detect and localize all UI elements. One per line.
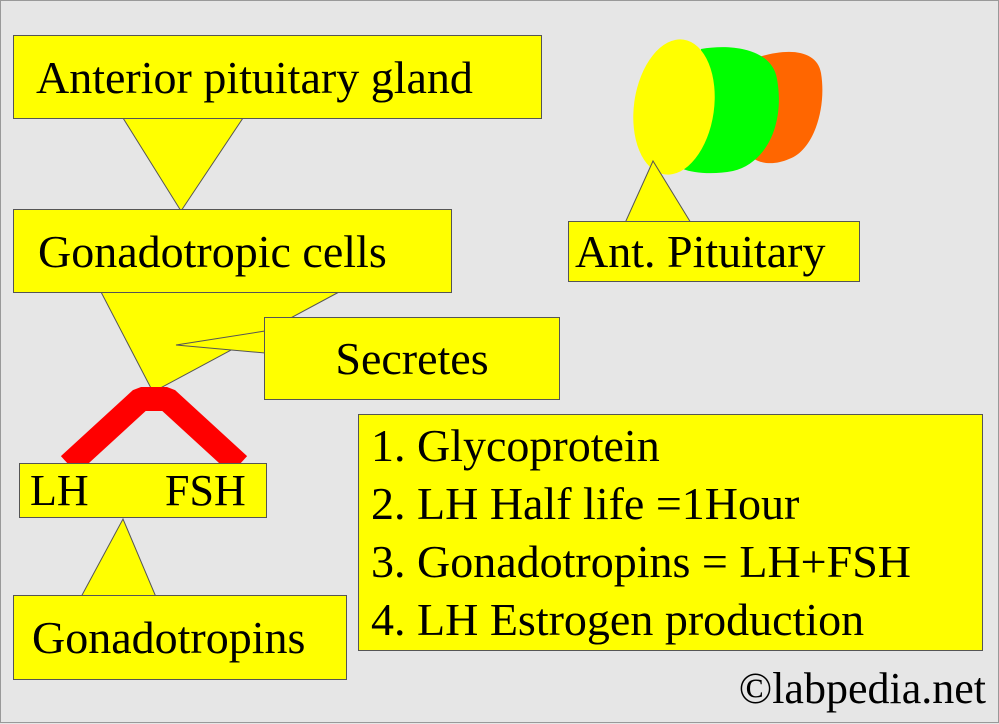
lh-fsh-box: LH FSH bbox=[19, 463, 267, 518]
facts-list-box: 1. Glycoprotein 2. LH Half life =1Hour 3… bbox=[358, 414, 983, 651]
fact-item: 1. Glycoprotein bbox=[371, 419, 660, 471]
gonadotropins-label: Gonadotropins bbox=[32, 612, 306, 663]
secretes-label: Secretes bbox=[335, 333, 489, 384]
copyright-watermark: ©labpedia.net bbox=[738, 664, 986, 713]
fact-item: 4. LH Estrogen production bbox=[371, 593, 865, 645]
lh-label: LH bbox=[30, 466, 89, 515]
pituitary-lobe-front bbox=[633, 39, 715, 175]
gonadotropins-callout: Gonadotropins bbox=[13, 595, 347, 680]
fact-item: 3. Gonadotropins = LH+FSH bbox=[371, 535, 912, 587]
pointer-gonadotropins bbox=[80, 517, 157, 598]
secretes-callout: Secretes bbox=[264, 317, 560, 400]
anterior-pituitary-gland-label: Anterior pituitary gland bbox=[36, 51, 473, 103]
ant-pituitary-callout: Ant. Pituitary bbox=[568, 221, 860, 282]
gonadotropic-cells-box: Gonadotropic cells bbox=[13, 209, 452, 293]
anterior-pituitary-gland-box: Anterior pituitary gland bbox=[13, 35, 542, 119]
pointer-anterior-to-cells bbox=[122, 117, 244, 212]
fact-item: 2. LH Half life =1Hour bbox=[371, 477, 800, 529]
split-arrow bbox=[60, 387, 248, 474]
ant-pituitary-label: Ant. Pituitary bbox=[575, 226, 826, 277]
fsh-label: FSH bbox=[165, 466, 246, 515]
gonadotropic-cells-label: Gonadotropic cells bbox=[38, 225, 387, 277]
